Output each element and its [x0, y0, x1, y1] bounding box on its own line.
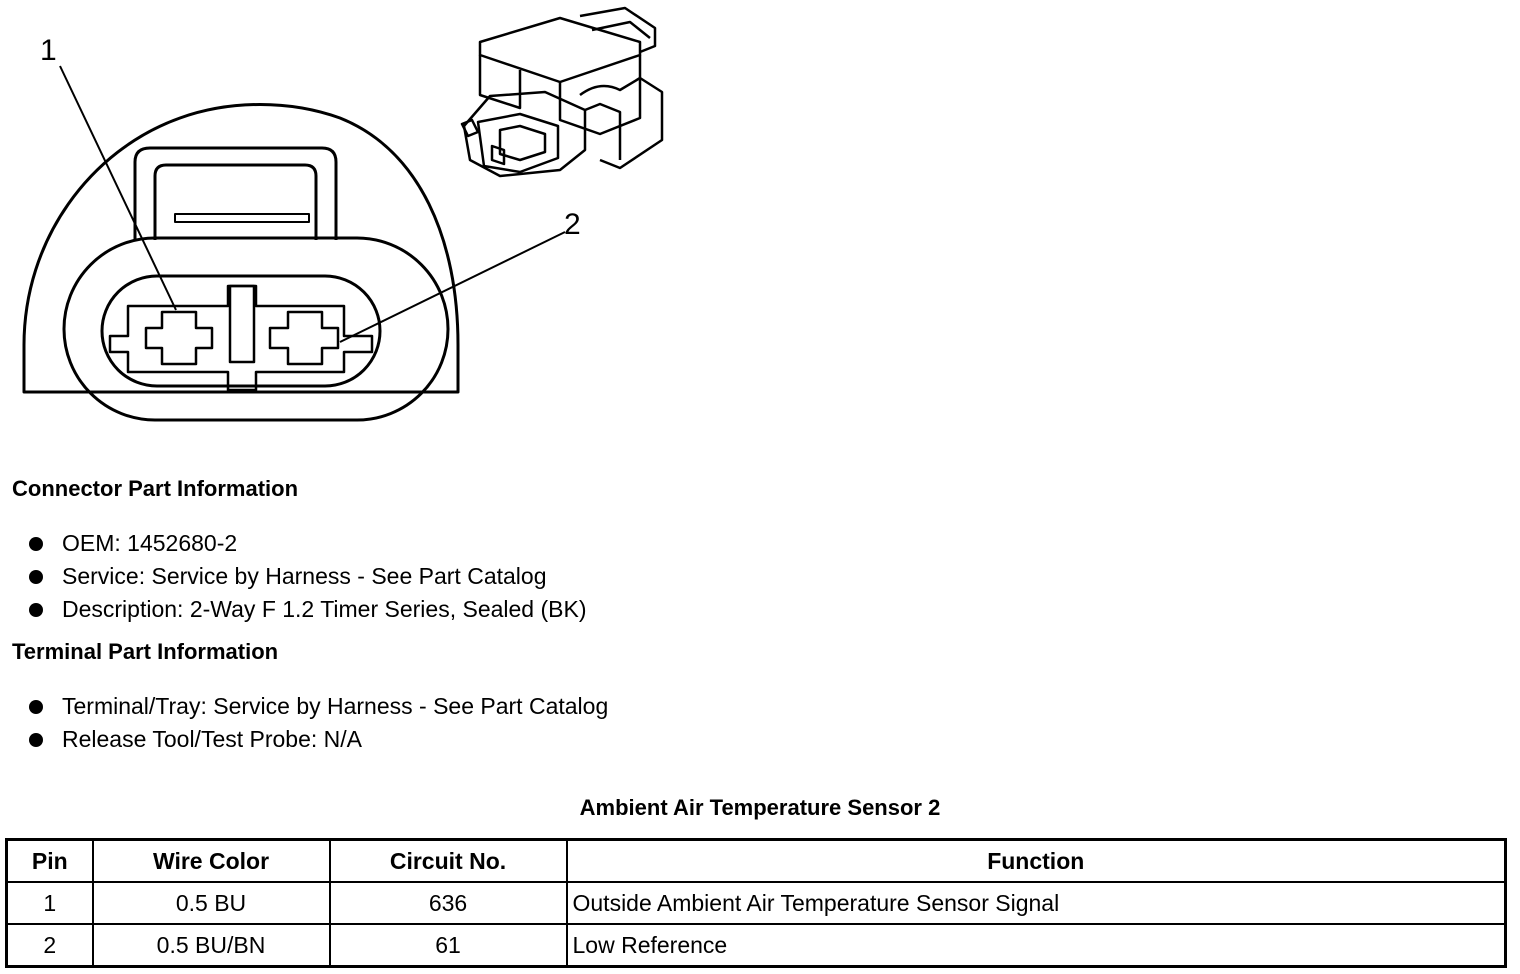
- seal-ring-inner: [100, 274, 382, 388]
- list-item-text: Description: 2-Way F 1.2 Timer Series, S…: [62, 596, 587, 622]
- list-item: Description: 2-Way F 1.2 Timer Series, S…: [0, 593, 587, 626]
- bullet-icon: [29, 733, 43, 747]
- connector-latch: [133, 146, 338, 240]
- cell-wire-color: 0.5 BU: [91, 881, 331, 925]
- pin-table: Pin Wire Color Circuit No. Function 1 0.…: [5, 838, 1507, 968]
- terminal-info-heading: Terminal Part Information: [12, 639, 279, 664]
- header-function: Function: [565, 838, 1507, 883]
- terminal-info-list: Terminal/Tray: Service by Harness - See …: [0, 690, 608, 756]
- list-item-text: Release Tool/Test Probe: N/A: [62, 726, 363, 752]
- pin-table-title: Ambient Air Temperature Sensor 2: [579, 795, 941, 820]
- cell-pin: 1: [5, 881, 94, 925]
- list-item: Release Tool/Test Probe: N/A: [0, 723, 608, 756]
- cell-function: Outside Ambient Air Temperature Sensor S…: [565, 881, 1507, 925]
- header-circuit: Circuit No.: [328, 838, 568, 883]
- table-row: 2 0.5 BU/BN 61 Low Reference: [5, 923, 1507, 968]
- cell-function: Low Reference: [565, 923, 1507, 968]
- leader-line-2: [339, 231, 566, 343]
- seal-ring-outer: [62, 236, 450, 422]
- terminal-1: [144, 310, 214, 366]
- list-item: Service: Service by Harness - See Part C…: [0, 560, 587, 593]
- connector-iso-view: [460, 6, 664, 178]
- connector-info-list: OEM: 1452680-2 Service: Service by Harne…: [0, 527, 587, 626]
- list-item: OEM: 1452680-2: [0, 527, 587, 560]
- header-wire-color: Wire Color: [91, 838, 331, 883]
- bullet-icon: [29, 700, 43, 714]
- cavity-outline: [108, 284, 374, 392]
- header-pin: Pin: [5, 838, 94, 883]
- latch-slot: [174, 213, 310, 223]
- cell-wire-color: 0.5 BU/BN: [91, 923, 331, 968]
- terminal-2: [268, 310, 340, 366]
- table-header-row: Pin Wire Color Circuit No. Function: [5, 838, 1507, 883]
- table-row: 1 0.5 BU 636 Outside Ambient Air Tempera…: [5, 881, 1507, 925]
- callout-1: 1: [40, 34, 57, 67]
- list-item-text: OEM: 1452680-2: [62, 530, 238, 556]
- cell-circuit: 636: [328, 881, 568, 925]
- cell-circuit: 61: [328, 923, 568, 968]
- cell-pin: 2: [5, 923, 94, 968]
- connector-info-heading: Connector Part Information: [12, 476, 299, 501]
- bullet-icon: [29, 570, 43, 584]
- bullet-icon: [29, 603, 43, 617]
- center-divider: [228, 284, 256, 364]
- latch-inner: [153, 163, 318, 240]
- list-item-text: Terminal/Tray: Service by Harness - See …: [62, 693, 609, 719]
- connector-outer-shell: [22, 103, 460, 394]
- bullet-icon: [29, 537, 43, 551]
- list-item-text: Service: Service by Harness - See Part C…: [62, 563, 547, 589]
- connector-diagram: [22, 6, 664, 422]
- callout-2: 2: [564, 208, 581, 241]
- list-item: Terminal/Tray: Service by Harness - See …: [0, 690, 608, 723]
- leader-line-1: [59, 65, 177, 311]
